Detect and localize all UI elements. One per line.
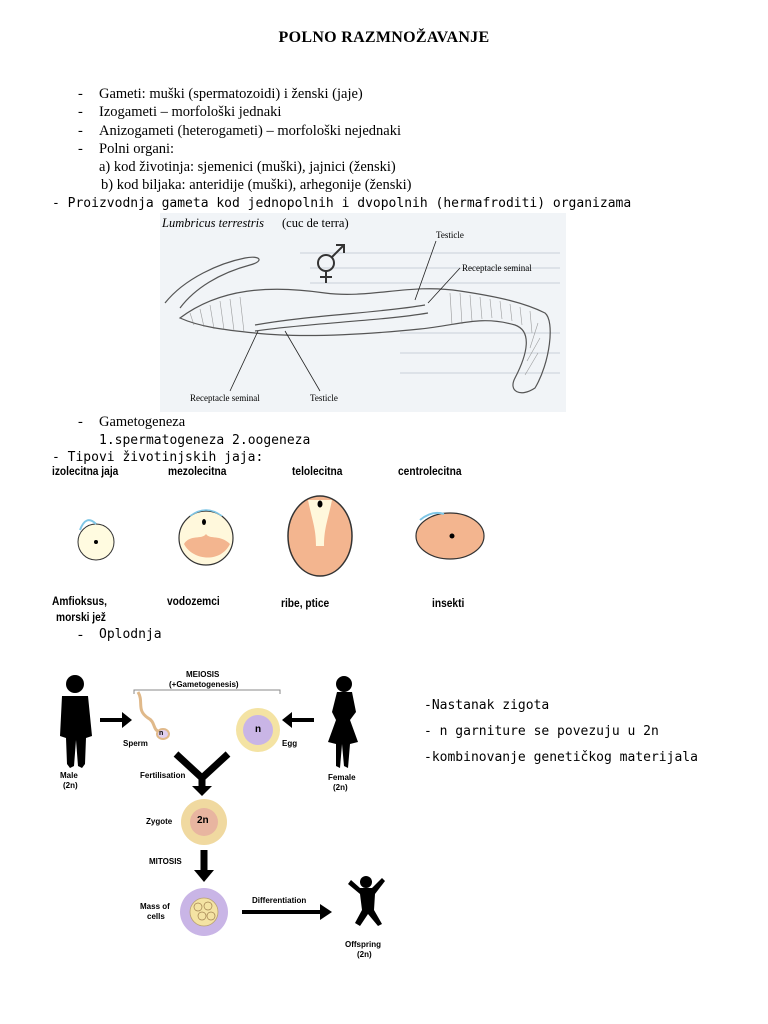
label-mass-of: Mass of: [140, 902, 170, 911]
tipovi-jaja-heading: - Tipovi životinjskih jaja:: [52, 450, 264, 465]
gametogeneza-types: 1.spermatogeneza 2.oogeneza: [99, 433, 311, 448]
worm-label-receptacle-bottom: Receptacle seminal: [190, 393, 260, 403]
earthworm-figure: Lumbricus terrestris (cuc de terra) Test…: [160, 213, 566, 412]
fertilisation-diagram: [60, 675, 385, 936]
label-offspring: Offspring: [345, 940, 381, 949]
arrow-differentiation-icon: [242, 904, 332, 920]
label-zygote-2n: 2n: [197, 815, 209, 826]
egg-example-amfioksus: Amfioksus,: [52, 594, 107, 608]
mass-of-cells-icon: [180, 888, 228, 936]
note-kombinovanje: -kombinovanje genetičkog materijala: [424, 750, 698, 765]
label-cells: cells: [147, 912, 165, 921]
egg-example-insekti: insekti: [432, 596, 465, 610]
label-zygote: Zygote: [146, 817, 173, 826]
proizvodnja-line: - Proizvodnja gameta kod jednopolnih i d…: [52, 196, 632, 211]
sperm-cell-icon: [136, 691, 170, 740]
bullet-izogameti: -Izogameti – morfološki jednaki: [78, 104, 282, 120]
label-egg: Egg: [282, 739, 298, 748]
worm-label-testicle-bottom: Testicle: [310, 393, 338, 403]
izolecitna-egg-icon: [77, 519, 115, 561]
worm-common-name: (cuc de terra): [282, 216, 349, 230]
egg-types-illustration: [77, 495, 485, 577]
offspring-silhouette-icon: [348, 876, 385, 926]
male-silhouette-icon: [60, 675, 92, 768]
note-nastanak-zigota: -Nastanak zigota: [424, 698, 550, 713]
bullet-anizogameti: -Anizogameti (heterogameti) – morfološki…: [78, 123, 401, 139]
bullet-gametogeneza: -Gametogeneza: [78, 414, 186, 430]
zygote-cell-icon: [181, 799, 227, 845]
mezolecitna-egg-icon: [178, 509, 234, 566]
label-gametogenesis: (+Gametogenesis): [169, 680, 239, 689]
label-offspring-ploidy: (2n): [357, 950, 372, 959]
sub-item-zivotinje: a) kod životinja: sjemenici (muški), jaj…: [99, 159, 396, 175]
note-n-garniture: - n garniture se povezuju u 2n: [424, 724, 659, 739]
label-female: Female: [328, 773, 356, 782]
label-fertilisation: Fertilisation: [140, 771, 186, 780]
gender-symbol-icon: [317, 244, 345, 283]
label-male-ploidy: (2n): [63, 781, 78, 790]
label-sperm: Sperm: [123, 739, 148, 748]
label-male: Male: [60, 771, 78, 780]
egg-type-centrolecitna: centrolecitna: [398, 464, 462, 478]
centrolecitna-egg-icon: [415, 511, 485, 560]
label-egg-n: n: [255, 724, 262, 735]
worm-species: Lumbricus terrestris: [161, 216, 264, 230]
egg-example-morski-jez: morski jež: [56, 610, 106, 624]
label-sperm-n: n: [159, 730, 164, 737]
egg-example-vodozemci: vodozemci: [167, 594, 220, 608]
page-title: POLNO RAZMNOŽAVANJE: [278, 29, 490, 46]
egg-type-telolecitna: telolecitna: [292, 464, 343, 478]
egg-type-izolecitna: izolecitna jaja: [52, 464, 119, 478]
egg-type-mezolecitna: mezolecitna: [168, 464, 227, 478]
bullet-oplodnja: -Oplodnja: [78, 627, 162, 643]
label-meiosis: MEIOSIS: [186, 670, 220, 679]
egg-example-ribe-ptice: ribe, ptice: [281, 596, 330, 610]
female-silhouette-icon: [328, 676, 358, 768]
bullet-polni-organi: -Polni organi:: [78, 141, 175, 157]
label-differentiation: Differentiation: [252, 896, 307, 905]
telolecitna-egg-icon: [287, 495, 353, 577]
bullet-gameti: -Gameti: muški (spermatozoidi) i ženski …: [78, 86, 363, 102]
arrow-female-to-egg-icon: [282, 712, 314, 728]
arrow-male-to-sperm-icon: [100, 712, 132, 728]
sub-item-biljke: b) kod biljaka: anteridije (muški), arhe…: [101, 177, 412, 193]
egg-cell-icon: [236, 708, 280, 752]
label-mitosis: MITOSIS: [149, 857, 182, 866]
label-female-ploidy: (2n): [333, 783, 348, 792]
worm-label-testicle-top: Testicle: [436, 230, 464, 240]
worm-label-receptacle-top: Receptacle seminal: [462, 263, 532, 273]
